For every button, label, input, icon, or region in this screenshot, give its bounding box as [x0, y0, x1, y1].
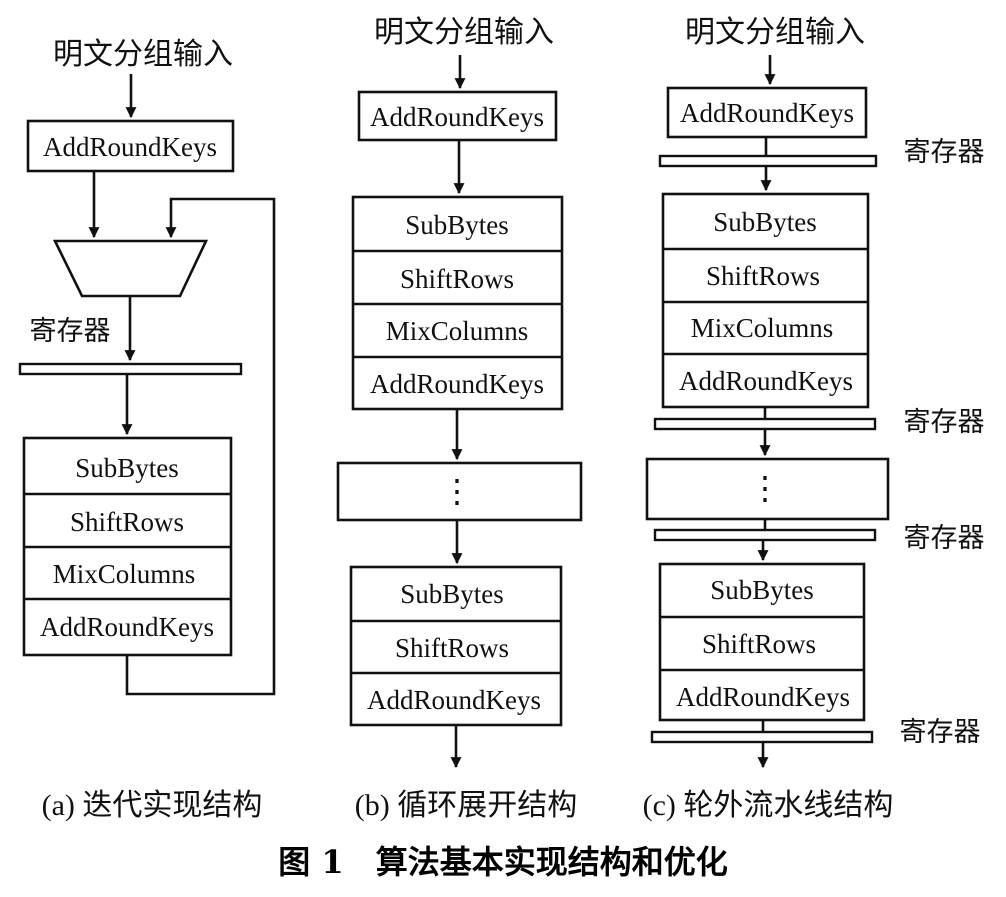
panel-c-register-4	[650, 730, 874, 744]
panel-b-shiftrows-label: ShiftRows	[400, 264, 514, 294]
panel-c-shiftrows-label: ShiftRows	[706, 261, 820, 291]
panel-c: 明文分组输入 AddRoundKeys 寄存器 SubBytes ShiftRo…	[643, 16, 985, 822]
panel-a-multiplexer	[52, 239, 209, 298]
panel-b-ellipsis-label: ⋮	[441, 473, 473, 509]
panel-a-subbytes-label: SubBytes	[75, 453, 179, 483]
panel-a: 明文分组输入 AddRoundKeys 寄存器 SubBytes ShiftRo…	[18, 38, 276, 822]
panel-c-ellipsis-block	[645, 457, 890, 521]
panel-b-addroundkeys-round-label: AddRoundKeys	[370, 369, 544, 399]
panel-c-round-block: SubBytes ShiftRows MixColumns AddRoundKe…	[661, 192, 870, 409]
panel-a-addroundkeys-round-label: AddRoundKeys	[40, 612, 214, 642]
panel-c-register-3	[653, 528, 877, 542]
panel-c-register-4-label: 寄存器	[900, 717, 981, 747]
panel-a-mixcolumns-label: MixColumns	[53, 559, 196, 589]
panel-a-register	[18, 362, 243, 376]
panel-a-input-label: 明文分组输入	[53, 38, 233, 71]
panel-c-subbytes-label: SubBytes	[713, 207, 817, 237]
panel-b-round-block: SubBytes ShiftRows MixColumns AddRoundKe…	[351, 195, 564, 411]
panel-a-addroundkeys-block	[26, 119, 235, 173]
panel-c-register-1	[658, 154, 878, 168]
panel-c-register-1-label: 寄存器	[904, 137, 985, 167]
panel-a-shiftrows-label: ShiftRows	[70, 507, 184, 537]
panel-c-final-subbytes-label: SubBytes	[710, 575, 814, 605]
panel-b-subbytes-label: SubBytes	[405, 210, 509, 240]
panel-c-final-shiftrows-label: ShiftRows	[702, 629, 816, 659]
panel-c-final-addroundkeys-label: AddRoundKeys	[676, 682, 850, 712]
panel-c-caption: (c) 轮外流水线结构	[643, 789, 894, 822]
panel-c-mixcolumns-label: MixColumns	[691, 313, 834, 343]
panel-c-final-outline	[658, 562, 866, 722]
panel-b-final-block: SubBytes ShiftRows AddRoundKeys	[349, 565, 563, 727]
panel-a-register-label: 寄存器	[30, 316, 111, 346]
panel-b-mixcolumns-label: MixColumns	[386, 316, 529, 346]
panel-c-addroundkeys-round-label: AddRoundKeys	[679, 366, 853, 396]
panel-c-register-2-label: 寄存器	[904, 407, 985, 437]
panel-c-addroundkeys-block	[666, 86, 868, 139]
panel-c-input-label: 明文分组输入	[685, 16, 865, 49]
panel-b: 明文分组输入 AddRoundKeys SubBytes ShiftRows M…	[336, 16, 583, 822]
panel-b-addroundkeys-label: AddRoundKeys	[370, 102, 544, 132]
panel-c-round-outline	[661, 192, 870, 409]
panel-b-final-shiftrows-label: ShiftRows	[395, 633, 509, 663]
panel-b-final-subbytes-label: SubBytes	[400, 579, 504, 609]
panel-a-addroundkeys-label: AddRoundKeys	[43, 132, 217, 162]
panel-c-register-3-label: 寄存器	[904, 523, 985, 553]
panel-b-final-addroundkeys-label: AddRoundKeys	[367, 685, 541, 715]
panel-b-addroundkeys-block	[357, 90, 558, 142]
panel-a-feedback-loop	[125, 197, 276, 696]
panel-c-register-2	[653, 417, 877, 431]
panel-c-final-block: SubBytes ShiftRows AddRoundKeys	[658, 562, 866, 722]
panel-b-ellipsis-block	[336, 461, 583, 522]
panel-c-ellipsis-label: ⋮	[749, 470, 781, 506]
panel-a-caption: (a) 迭代实现结构	[42, 789, 263, 822]
figure-caption: 图 1 算法基本实现结构和优化	[278, 843, 727, 881]
panel-b-caption: (b) 循环展开结构	[355, 789, 577, 822]
panel-b-input-label: 明文分组输入	[374, 16, 554, 49]
panel-a-round-block: SubBytes ShiftRows MixColumns AddRoundKe…	[22, 436, 233, 657]
panel-c-addroundkeys-label: AddRoundKeys	[680, 98, 854, 128]
